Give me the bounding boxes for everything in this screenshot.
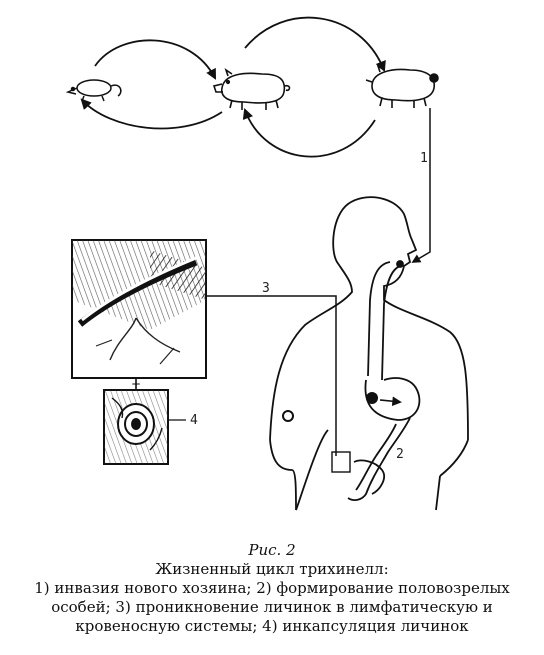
step-3-label: 3 [262,281,270,296]
domestic-pig-icon [212,68,291,110]
cycle-arrow-pig-to-rat [80,98,223,130]
caption-line-1: 1) инвазия нового хозяина; 2) формирован… [34,579,510,597]
encapsulated-larva-detail [103,389,169,465]
intestine-detail-box [331,451,351,473]
lymph-path-3 [206,295,337,456]
caption-line-3: кровеносную системы; 4) инкапсуляция лич… [75,617,469,635]
host-cycle-arrows [80,16,386,158]
digestive-tract [347,377,421,501]
step-1-label: 1 [420,151,428,166]
connector-plus: + [131,377,141,391]
muscle-tissue-detail [71,239,207,379]
figure-caption: Рис. 2 Жизненный цикл трихинелл: 1) инва… [0,541,544,636]
step-2-label: 2 [396,447,404,462]
rat-icon [65,79,122,102]
larva-in-stomach [366,392,378,404]
cycle-arrow-boar-to-pig [242,107,376,158]
figure-title: Жизненный цикл трихинелл: [155,560,389,578]
larva-in-arm [282,410,294,422]
larva-arrow [379,396,402,407]
caption-line-2: особей; 3) проникновение личинок в лимфа… [51,598,493,616]
human-silhouette [269,196,469,511]
invasion-path-1 [411,108,431,263]
wild-boar-icon [365,64,439,108]
cycle-arrow-pig-to-boar [244,16,386,73]
step-4-label: 4 [190,413,198,428]
trichinella-life-cycle-diagram: 1 2 3 + [65,16,469,511]
figure-number: Рис. 2 [248,541,296,559]
cycle-arrow-rat-to-pig [94,39,216,80]
